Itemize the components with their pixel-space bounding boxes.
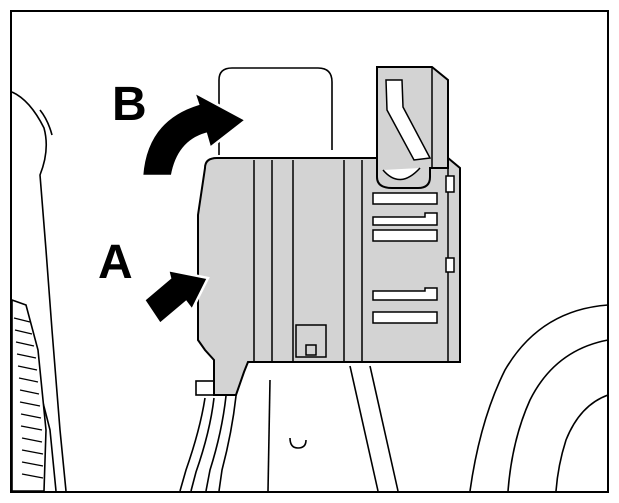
arrow-right-icon bbox=[142, 268, 210, 326]
module-housing bbox=[197, 157, 461, 396]
curved-arrow-icon bbox=[140, 89, 249, 178]
cable-bundle bbox=[179, 395, 237, 492]
callout-label-a: A bbox=[98, 236, 133, 289]
callout-label-b: B bbox=[112, 78, 147, 131]
vehicle-body-outline bbox=[11, 67, 609, 492]
housing-latch bbox=[376, 66, 449, 189]
wiring-harness-corrugated bbox=[11, 298, 47, 492]
